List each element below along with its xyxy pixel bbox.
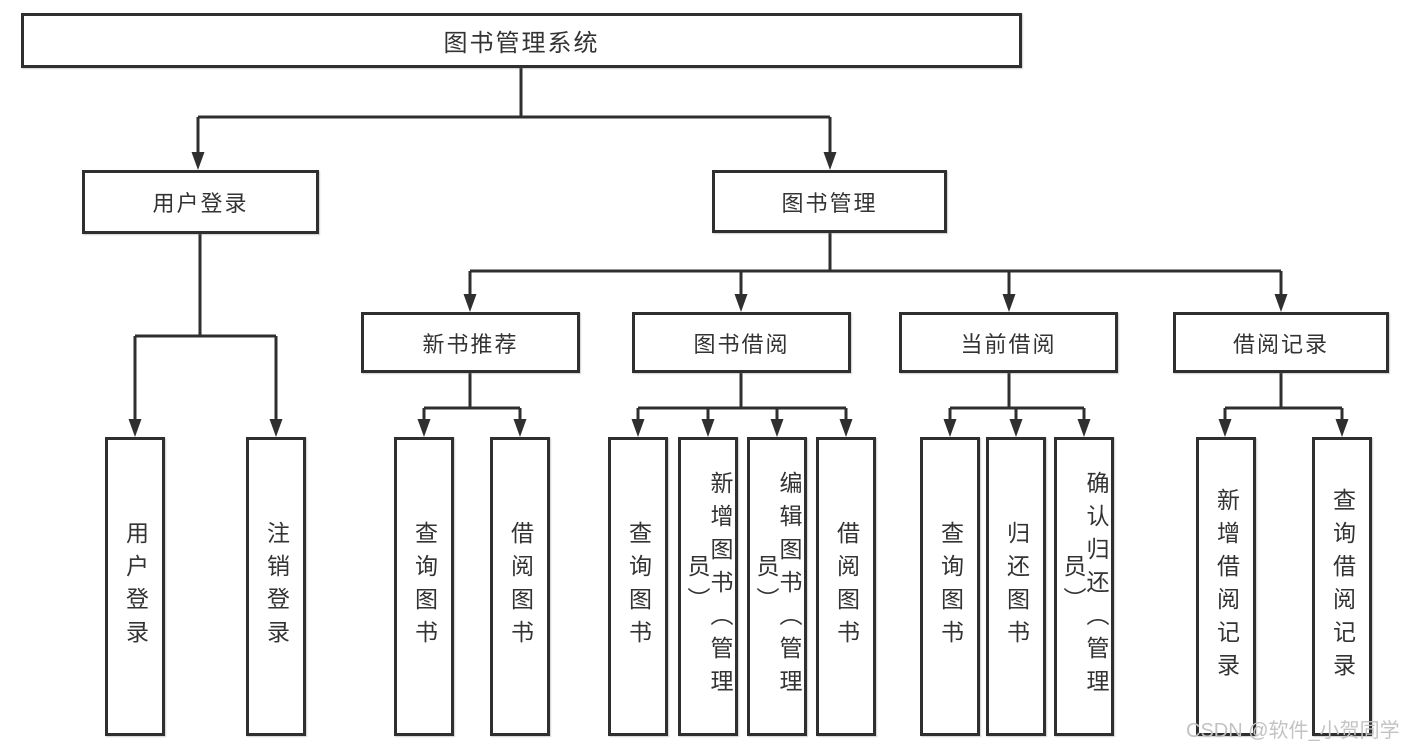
leaf-borrowing-edit-books-admin: 编辑图书（管理员） — [747, 437, 807, 736]
leaf-recommend-borrow-books: 借阅图书 — [490, 437, 550, 736]
leaf-logout-login: 注销登录 — [246, 437, 306, 736]
leaf-records-add-record: 新增借阅记录 — [1196, 437, 1256, 736]
node-borrowing-records: 借阅记录 — [1173, 312, 1389, 373]
leaf-current-confirm-return-admin: 确认归还（管理员） — [1054, 437, 1114, 736]
leaf-recommend-query-books: 查询图书 — [394, 437, 454, 736]
leaf-borrowing-add-books-admin: 新增图书（管理员） — [678, 437, 738, 736]
node-book-borrowing: 图书借阅 — [632, 312, 851, 373]
node-book-management: 图书管理 — [712, 170, 947, 233]
leaf-current-query-books: 查询图书 — [920, 437, 980, 736]
node-new-book-recommend: 新书推荐 — [361, 312, 580, 373]
leaf-records-query-record: 查询借阅记录 — [1312, 437, 1372, 736]
leaf-current-return-books: 归还图书 — [986, 437, 1046, 736]
leaf-user-login: 用户登录 — [105, 437, 165, 736]
leaf-borrowing-borrow-books: 借阅图书 — [816, 437, 876, 736]
node-root-system: 图书管理系统 — [21, 13, 1022, 68]
leaf-borrowing-query-books: 查询图书 — [608, 437, 668, 736]
node-user-login: 用户登录 — [82, 170, 319, 234]
node-current-borrowing: 当前借阅 — [899, 312, 1118, 373]
csdn-watermark: CSDN @软件_小贺同学 — [1186, 720, 1400, 742]
